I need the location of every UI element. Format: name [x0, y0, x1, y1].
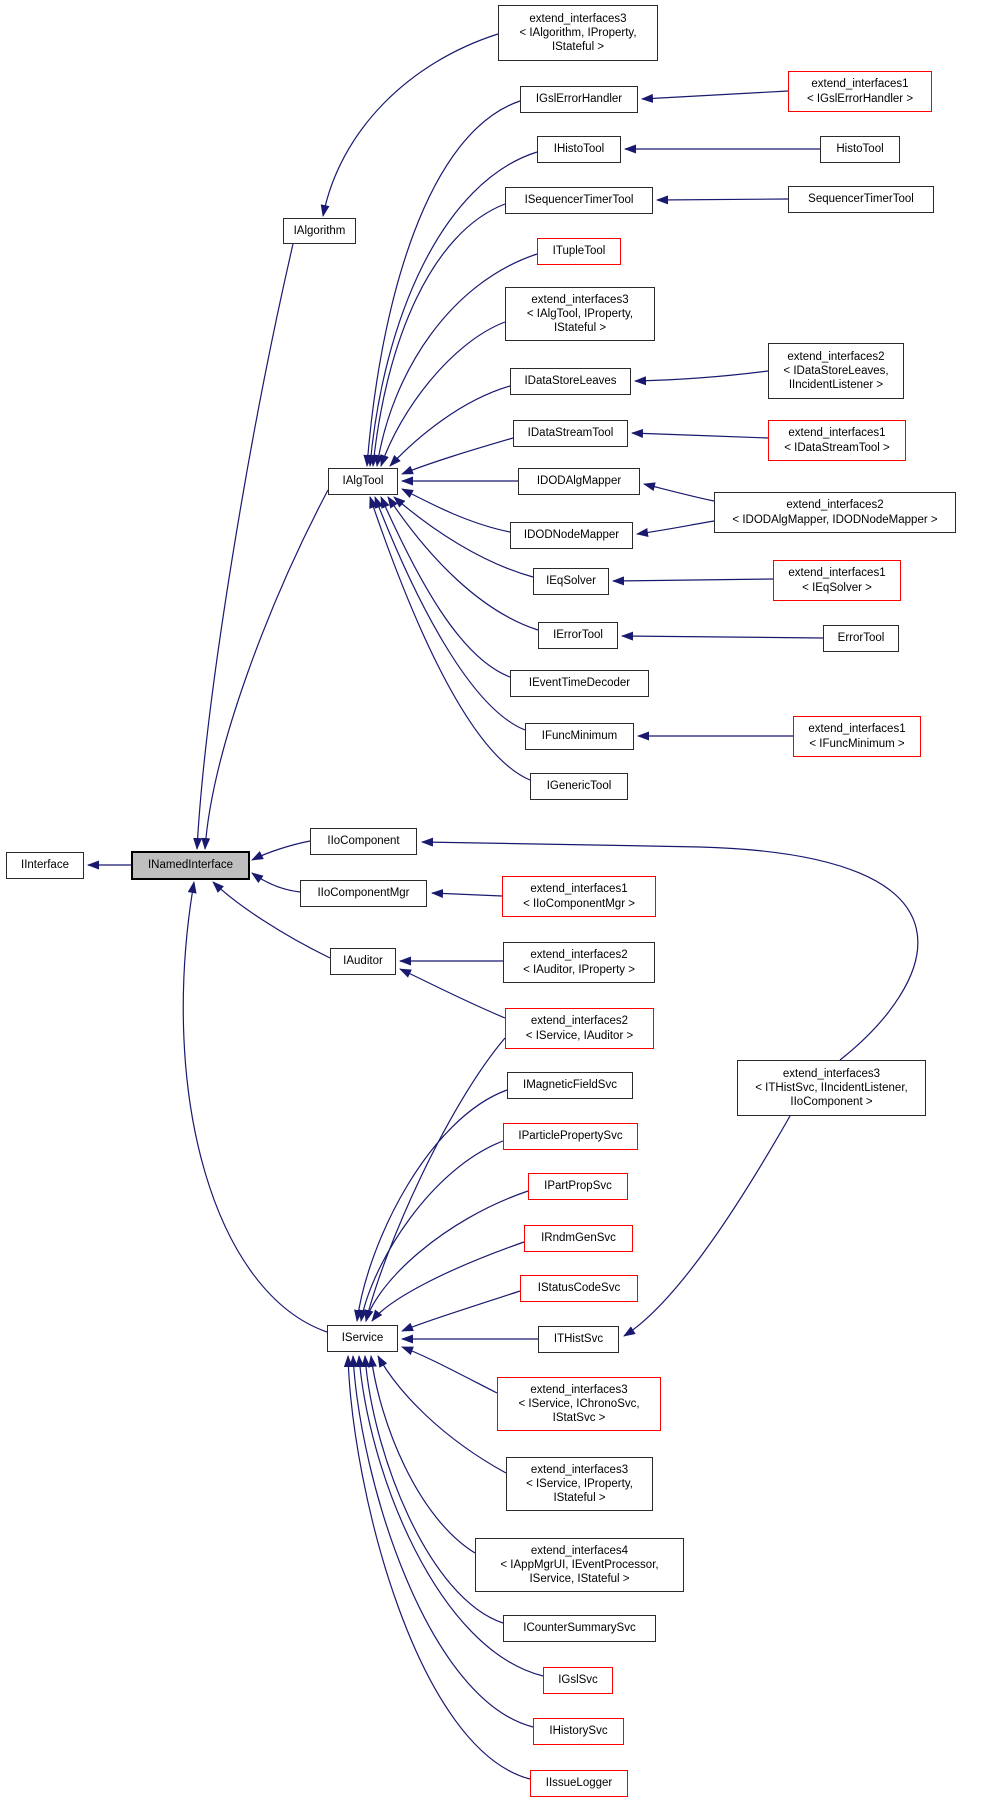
node-ICounterSummarySvc[interactable]: ICounterSummarySvc: [503, 1615, 656, 1642]
edge-IHistoTool-IAlgTool: [366, 151, 538, 467]
edge-IStatusCodeSvc-IService: [401, 1290, 521, 1332]
node-IIoComponent[interactable]: IIoComponent: [310, 828, 417, 855]
node-IAlgTool[interactable]: IAlgTool: [328, 468, 398, 495]
edge-ei3IServiceIProperty-IService: [377, 1355, 507, 1474]
node-extend-interfaces1-IFuncMinimum[interactable]: extend_interfaces1 < IFuncMinimum >: [793, 716, 921, 757]
edge-ei1IDataStreamTool-IDataStreamTool: [631, 428, 769, 439]
node-IFuncMinimum[interactable]: IFuncMinimum: [525, 723, 634, 750]
edge-IIoComponent-INamedInterface: [251, 840, 311, 861]
node-IErrorTool[interactable]: IErrorTool: [538, 622, 618, 649]
node-IGslSvc[interactable]: IGslSvc: [543, 1667, 613, 1694]
node-IEventTimeDecoder[interactable]: IEventTimeDecoder: [510, 670, 649, 697]
node-extend-interfaces2-IAuditor-IProperty[interactable]: extend_interfaces2 < IAuditor, IProperty…: [503, 942, 655, 983]
node-SequencerTimerTool[interactable]: SequencerTimerTool: [788, 186, 934, 213]
edge-ei1IEqSolver-IEqSolver: [612, 576, 774, 586]
edge-IMagneticFieldSvc-IService: [354, 1089, 508, 1322]
node-IDODNodeMapper[interactable]: IDODNodeMapper: [510, 522, 633, 549]
edge-IFuncMinimum-IAlgTool: [374, 496, 526, 731]
node-IGslErrorHandler[interactable]: IGslErrorHandler: [520, 86, 638, 113]
edge-IGslSvc-IService: [355, 1355, 544, 1677]
edge-IHistorySvc-IService: [349, 1355, 534, 1728]
node-extend-interfaces2-IDODAlgMapper[interactable]: extend_interfaces2 < IDODAlgMapper, IDOD…: [714, 492, 956, 533]
edge-IIoComponentMgr-INamedInterface: [251, 872, 301, 893]
node-IStatusCodeSvc[interactable]: IStatusCodeSvc: [520, 1275, 638, 1302]
node-extend-interfaces3-IService-IChronoSvc[interactable]: extend_interfaces3 < IService, IChronoSv…: [497, 1377, 661, 1431]
edge-ei2IDODAlgMapper-IDODNodeMapper: [636, 520, 715, 537]
edge-ei3IAlgTool-IAlgTool: [380, 321, 506, 467]
node-IAuditor[interactable]: IAuditor: [330, 948, 396, 975]
edge-IDODNodeMapper-IAlgTool: [401, 488, 511, 533]
edge-ei1IIoComponentMgr-IIoComponentMgr: [431, 889, 503, 898]
node-extend-interfaces1-IEqSolver[interactable]: extend_interfaces1 < IEqSolver >: [773, 560, 901, 601]
node-IEqSolver[interactable]: IEqSolver: [533, 568, 609, 595]
edge-SequencerTimerTool-ISequencerTimerTool: [656, 195, 789, 205]
node-extend-interfaces1-IGslErrorHandler[interactable]: extend_interfaces1 < IGslErrorHandler >: [788, 71, 932, 112]
node-IParticlePropertySvc[interactable]: IParticlePropertySvc: [503, 1123, 638, 1150]
node-extend-interfaces3-ITHistSvc[interactable]: extend_interfaces3 < ITHistSvc, IInciden…: [737, 1060, 926, 1116]
edge-ei1IGslErrorHandler-IGslErrorHandler: [641, 90, 789, 103]
node-extend-interfaces3-IAlgorithm[interactable]: extend_interfaces3 < IAlgorithm, IProper…: [498, 5, 658, 61]
node-IDataStoreLeaves[interactable]: IDataStoreLeaves: [510, 368, 631, 395]
node-IService[interactable]: IService: [327, 1325, 398, 1352]
edge-ei2IDODAlgMapper-IDODAlgMapper: [643, 482, 715, 502]
edge-ICounterSummarySvc-IService: [361, 1355, 504, 1624]
node-extend-interfaces2-IDataStoreLeaves[interactable]: extend_interfaces2 < IDataStoreLeaves, I…: [768, 343, 904, 399]
edge-IErrorTool-IAlgTool: [387, 496, 539, 631]
node-IRndmGenSvc[interactable]: IRndmGenSvc: [524, 1225, 633, 1252]
edge-IDataStreamTool-IAlgTool: [401, 437, 514, 475]
edge-ei3ITHistSvc-IIoComponent: [421, 837, 919, 1061]
node-ErrorTool[interactable]: ErrorTool: [823, 625, 899, 652]
edge-IAlgorithm-INamedInterface: [193, 243, 294, 850]
node-extend-interfaces3-IService-IProperty[interactable]: extend_interfaces3 < IService, IProperty…: [506, 1457, 653, 1511]
node-IHistoTool[interactable]: IHistoTool: [537, 136, 621, 163]
edge-ei2IServiceIAuditor-IAuditor: [399, 968, 506, 1019]
node-ITupleTool[interactable]: ITupleTool: [537, 238, 621, 265]
node-IDODAlgMapper[interactable]: IDODAlgMapper: [518, 468, 640, 495]
edge-IRndmGenSvc-IService: [371, 1241, 525, 1322]
edge-ei3IServiceIChronoSvc-IService: [401, 1346, 498, 1394]
edge-IAuditor-INamedInterface: [212, 881, 331, 959]
edge-IParticlePropertySvc-IService: [358, 1140, 504, 1322]
node-extend-interfaces1-IDataStreamTool[interactable]: extend_interfaces1 < IDataStreamTool >: [768, 420, 906, 461]
edge-IEqSolver-IAlgTool: [393, 496, 534, 578]
node-extend-interfaces3-IAlgTool[interactable]: extend_interfaces3 < IAlgTool, IProperty…: [505, 287, 655, 341]
edge-IPartPropSvc-IService: [364, 1190, 529, 1322]
node-IMagneticFieldSvc[interactable]: IMagneticFieldSvc: [507, 1072, 633, 1099]
edge-ErrorTool-IErrorTool: [621, 631, 824, 641]
edge-ISequencerTimerTool-IAlgTool: [369, 203, 506, 467]
node-IGenericTool[interactable]: IGenericTool: [530, 773, 628, 800]
edge-ei3IAlgorithm-IAlgorithm: [320, 33, 499, 217]
node-ISequencerTimerTool[interactable]: ISequencerTimerTool: [505, 187, 653, 214]
node-IHistorySvc[interactable]: IHistorySvc: [533, 1718, 624, 1745]
edge-IDataStoreLeaves-IAlgTool: [389, 385, 511, 467]
node-extend-interfaces1-IIoComponentMgr[interactable]: extend_interfaces1 < IIoComponentMgr >: [502, 876, 656, 917]
edge-ei2IServiceIAuditor-IService: [364, 1037, 506, 1322]
edge-IEventTimeDecoder-IAlgTool: [380, 496, 511, 678]
edge-ei3ITHistSvc-ITHistSvc: [623, 1115, 791, 1337]
edge-IIssueLogger-IService: [343, 1355, 531, 1780]
node-HistoTool[interactable]: HistoTool: [820, 136, 900, 163]
edge-IGslErrorHandler-IAlgTool: [363, 100, 521, 467]
node-IIssueLogger[interactable]: IIssueLogger: [530, 1770, 628, 1797]
edge-ei2IDataStoreLeaves-IDataStoreLeaves: [634, 370, 769, 386]
edge-ITupleTool-IAlgTool: [374, 253, 538, 467]
edge-ei4IAppMgrUI-IService: [367, 1355, 476, 1554]
edge-IGenericTool-IAlgTool: [369, 496, 531, 781]
edge-IAlgTool-INamedInterface: [201, 489, 329, 850]
node-extend-interfaces2-IService-IAuditor[interactable]: extend_interfaces2 < IService, IAuditor …: [505, 1008, 654, 1049]
node-IInterface[interactable]: IInterface: [6, 852, 84, 879]
node-INamedInterface[interactable]: INamedInterface: [131, 851, 250, 880]
node-IDataStreamTool[interactable]: IDataStreamTool: [513, 420, 628, 447]
edge-IService-INamedInterface: [182, 881, 328, 1333]
node-ITHistSvc[interactable]: ITHistSvc: [538, 1326, 619, 1353]
node-IPartPropSvc[interactable]: IPartPropSvc: [528, 1173, 628, 1200]
node-IAlgorithm[interactable]: IAlgorithm: [283, 218, 356, 244]
node-extend-interfaces4-IAppMgrUI[interactable]: extend_interfaces4 < IAppMgrUI, IEventPr…: [475, 1538, 684, 1592]
node-IIoComponentMgr[interactable]: IIoComponentMgr: [300, 880, 427, 907]
